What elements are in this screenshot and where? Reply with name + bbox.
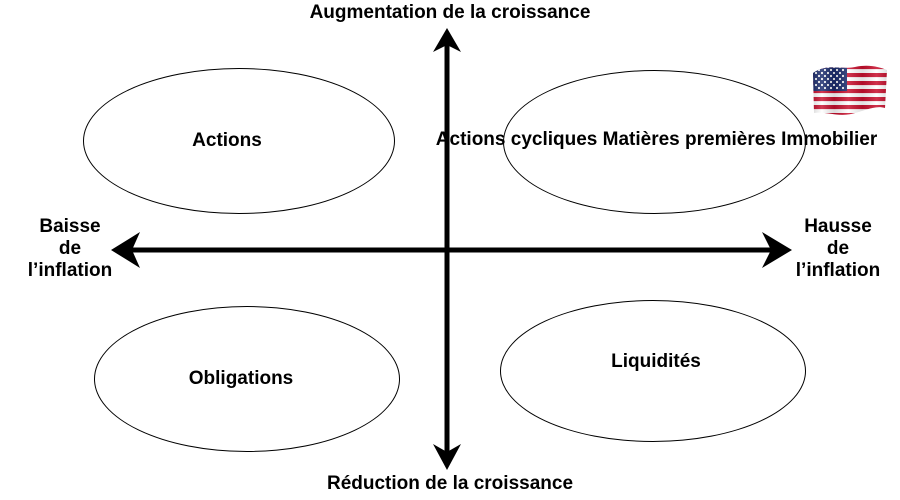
quadrant-ellipse-cash: Liquidités: [500, 300, 806, 442]
axis-label-inflation-up-line-2: de: [826, 238, 850, 260]
quadrant-cyclicals-line-3: Immobilier: [781, 129, 878, 151]
axis-label-growth-down: Réduction de la croissance: [326, 473, 574, 494]
axis-label-inflation-up-line-3: l’inflation: [795, 260, 881, 282]
quadrant-bonds-line-1: Obligations: [188, 368, 294, 390]
arrow-up-icon: [433, 28, 461, 52]
axis-label-inflation-down-line-2: de: [58, 238, 82, 260]
arrow-down-icon: [433, 444, 461, 470]
quadrant-ellipse-equities: Actions: [83, 68, 395, 214]
quadrant-cyclicals-line-2: Matières premières: [602, 129, 776, 151]
quadrant-label-cash: Liquidités: [611, 349, 701, 374]
quadrant-equities-line-1: Actions: [192, 130, 262, 152]
arrow-left-icon: [111, 232, 140, 268]
quadrant-ellipse-cyclicals: Actions cycliques Matières premières Imm…: [436, 70, 877, 214]
quadrant-label-equities: Actions: [192, 128, 262, 153]
quadrant-label-cyclicals: Actions cycliques Matières premières Imm…: [436, 127, 877, 152]
quadrant-cash-line-1: Liquidités: [611, 351, 701, 373]
us-flag-icon: [813, 65, 887, 115]
axis-label-growth-up: Augmentation de la croissance: [309, 2, 591, 23]
axis-label-inflation-up-line-1: Hausse: [804, 216, 872, 237]
quadrant-label-bonds: Obligations: [189, 366, 294, 391]
axis-label-inflation-up: Hausse de l’inflation: [780, 216, 896, 282]
axis-label-inflation-down: Baisse de l’inflation: [8, 216, 132, 282]
axis-label-inflation-down-line-3: l’inflation: [27, 260, 113, 282]
quadrant-ellipse-bonds: Obligations: [94, 306, 400, 452]
axis-label-inflation-down-line-1: Baisse: [39, 216, 101, 237]
arrow-right-icon: [762, 232, 792, 268]
quadrant-cyclicals-line-1: Actions cycliques: [435, 129, 598, 151]
